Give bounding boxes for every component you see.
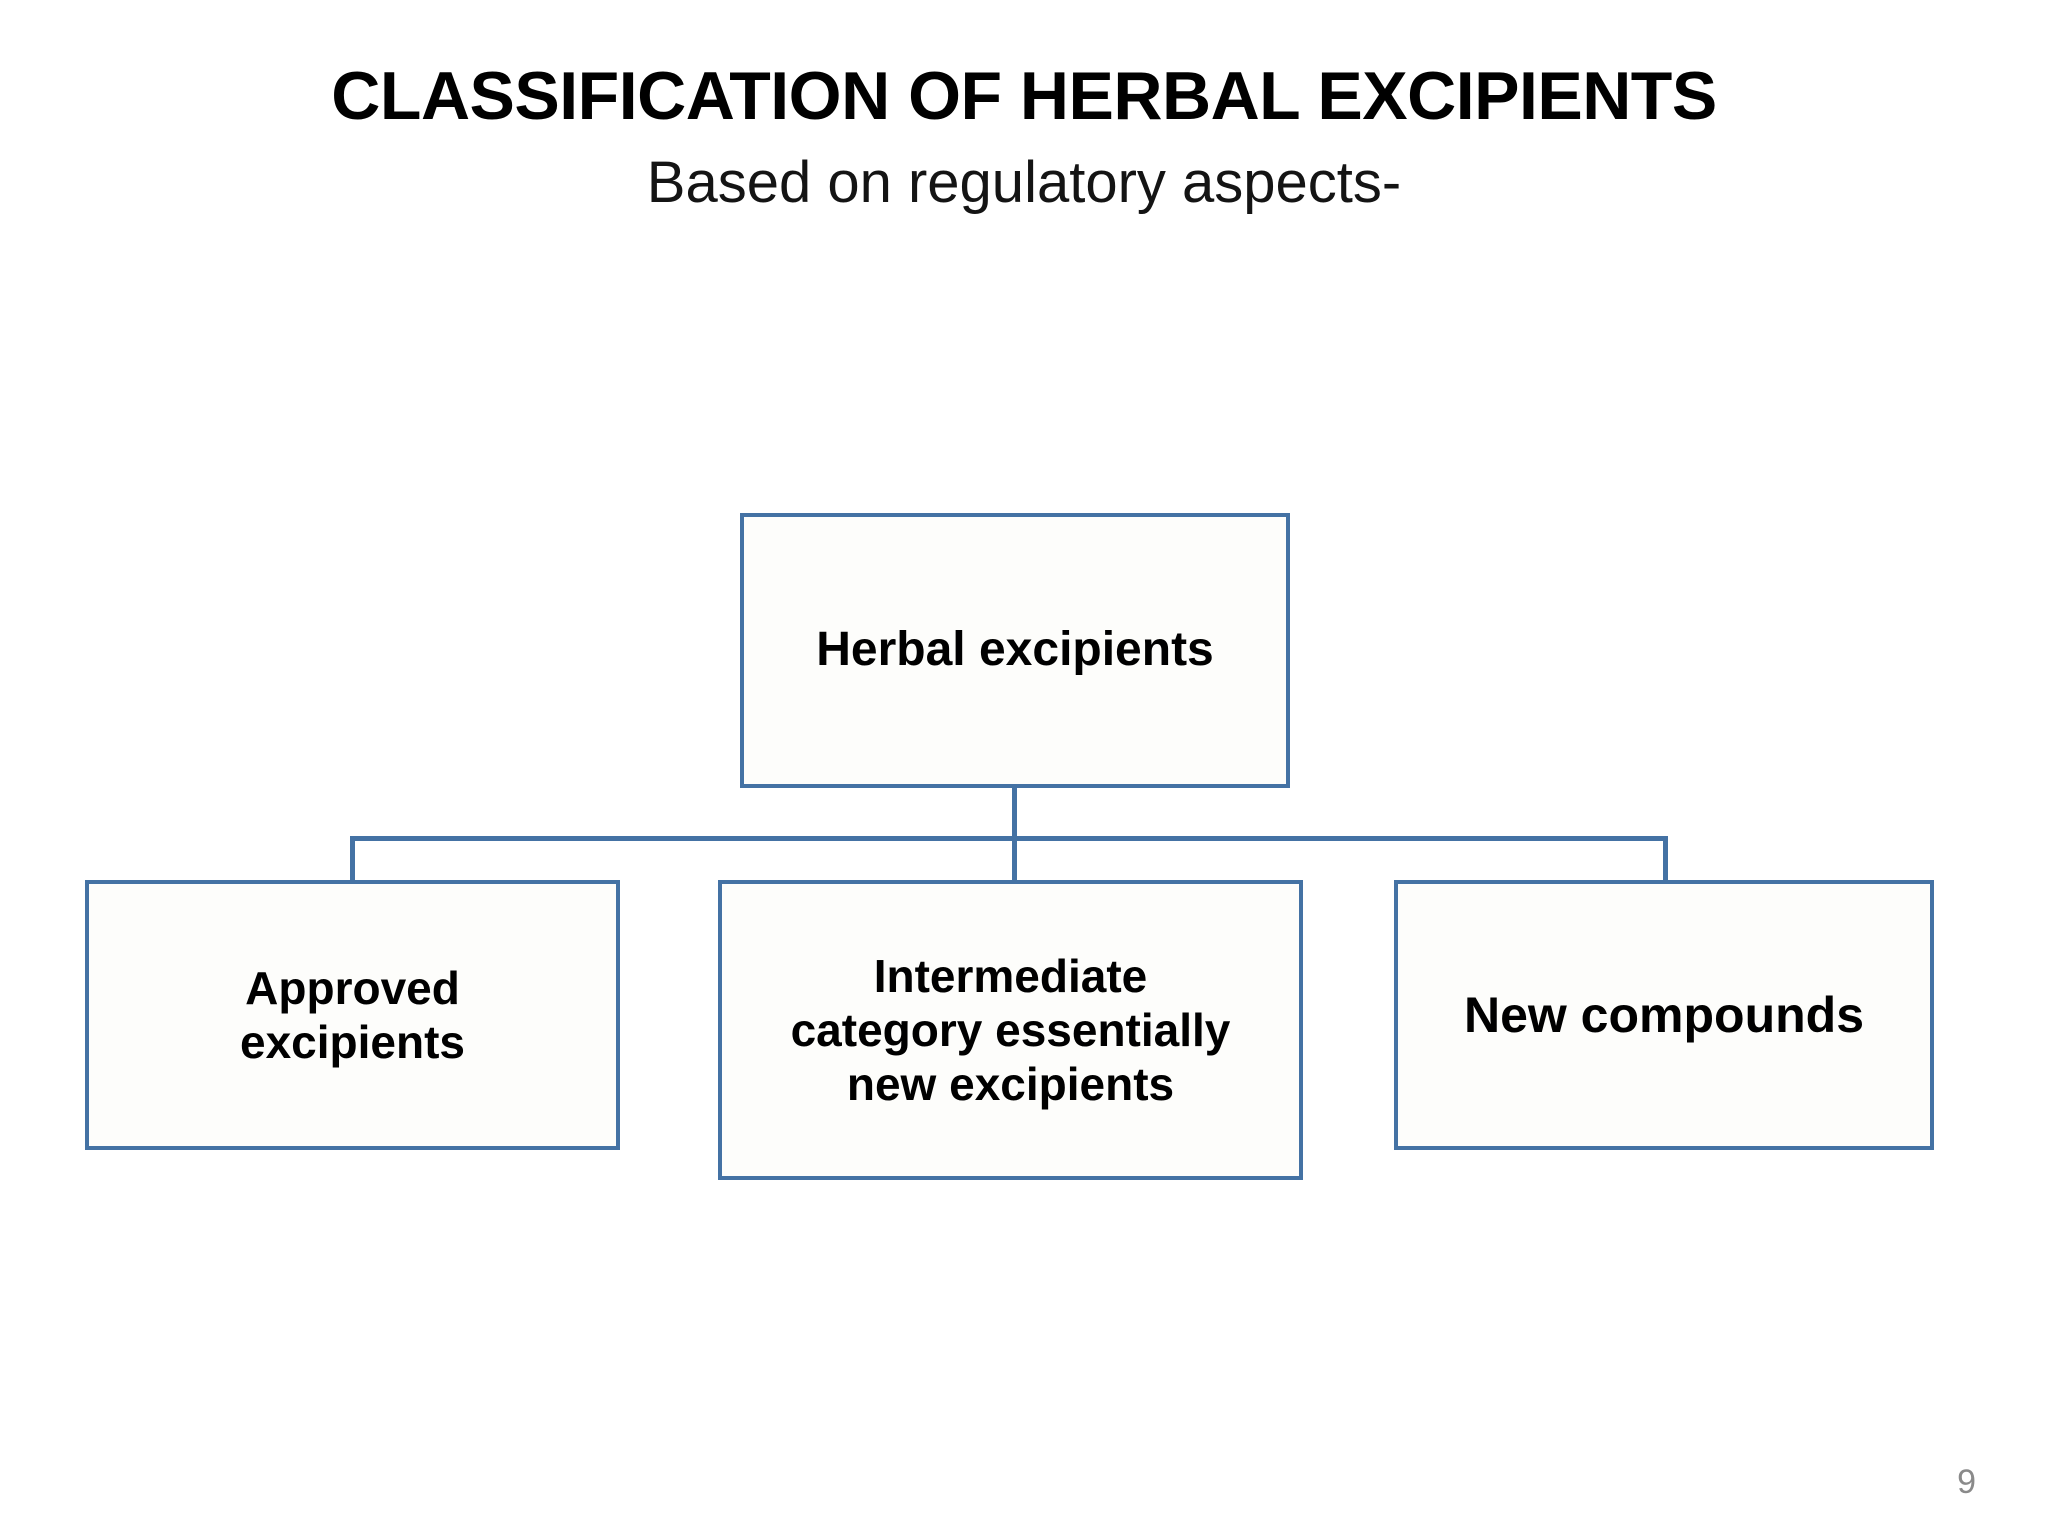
node-label-herbal-excipients: Herbal excipients — [816, 623, 1214, 677]
page-number: 9 — [1957, 1463, 1976, 1501]
title-block: CLASSIFICATION OF HERBAL EXCIPIENTS Base… — [0, 58, 2048, 217]
node-label-approved-excipients: Approved excipients — [240, 961, 465, 1068]
node-new-compounds[interactable]: New compounds — [1394, 880, 1934, 1150]
node-label-new-compounds: New compounds — [1463, 986, 1865, 1043]
connector-root-stem — [1012, 788, 1017, 840]
node-approved-excipients[interactable]: Approved excipients — [85, 880, 620, 1150]
page-subtitle: Based on regulatory aspects- — [646, 150, 1402, 216]
node-label-intermediate-category: Intermediate category essentially new ex… — [790, 949, 1231, 1111]
page-title: CLASSIFICATION OF HERBAL EXCIPIENTS — [331, 58, 1717, 134]
connector-drop-approved — [350, 836, 355, 882]
node-herbal-excipients[interactable]: Herbal excipients — [740, 513, 1290, 788]
node-intermediate-category[interactable]: Intermediate category essentially new ex… — [718, 880, 1303, 1180]
connector-drop-new-compounds — [1663, 836, 1668, 882]
connector-drop-intermediate — [1012, 836, 1017, 882]
connector-horizontal-bus — [350, 836, 1668, 841]
